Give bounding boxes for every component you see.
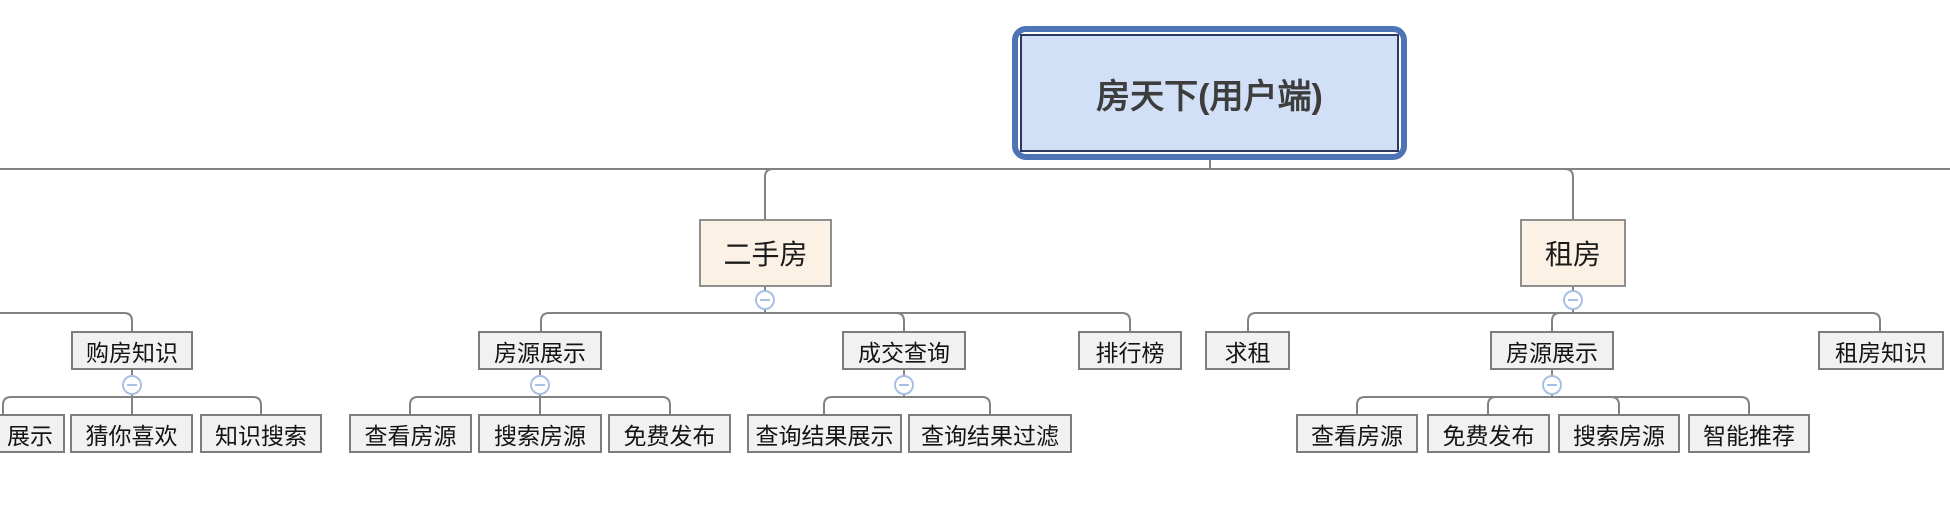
node-zhanshi-cutoff[interactable]: 展示: [0, 414, 65, 453]
connector-drop-ershoufang: [764, 168, 774, 219]
node-ershoufang[interactable]: 二手房: [699, 219, 832, 287]
connector-drop-zufang: [1564, 168, 1574, 219]
minus-icon: [760, 299, 770, 301]
root-node-label: 房天下(用户端): [1020, 34, 1399, 152]
collapse-button-fangyuanzhanshi-2[interactable]: [1542, 375, 1562, 395]
collapse-button-goufangzhishi[interactable]: [122, 375, 142, 395]
node-chaxunjieguozhanshi[interactable]: 查询结果展示: [747, 414, 902, 453]
node-paihangbang[interactable]: 排行榜: [1078, 331, 1182, 370]
node-zufang[interactable]: 租房: [1520, 219, 1626, 287]
node-sousuofangyuan-2[interactable]: 搜索房源: [1558, 414, 1680, 453]
node-cainixihuan[interactable]: 猜你喜欢: [70, 414, 193, 453]
node-goufangzhishi[interactable]: 购房知识: [71, 331, 193, 370]
node-chengjiaochaxun[interactable]: 成交查询: [842, 331, 966, 370]
collapse-button-fangyuanzhanshi-1[interactable]: [530, 375, 550, 395]
node-mianfeifabu-2[interactable]: 免费发布: [1427, 414, 1550, 453]
minus-icon: [127, 384, 137, 386]
node-zhinengtuijian[interactable]: 智能推荐: [1688, 414, 1810, 453]
collapse-button-ershoufang[interactable]: [755, 290, 775, 310]
node-mianfeifabu-1[interactable]: 免费发布: [608, 414, 731, 453]
minus-icon: [1547, 384, 1557, 386]
connector-rail-ershoufang-children: [540, 287, 1131, 331]
node-qiuzu[interactable]: 求租: [1205, 331, 1290, 370]
node-sousuofangyuan-1[interactable]: 搜索房源: [478, 414, 602, 453]
node-zhishisousuo[interactable]: 知识搜索: [200, 414, 322, 453]
connector-rail-goufangzhishi: [0, 312, 133, 331]
node-fangyuanzhanshi-zufang[interactable]: 房源展示: [1490, 331, 1614, 370]
connector-level1-rail: [0, 160, 1950, 170]
node-fangyuanzhanshi-ershoufang[interactable]: 房源展示: [478, 331, 602, 370]
node-chakanfangyuan-1[interactable]: 查看房源: [349, 414, 472, 453]
minus-icon: [1568, 299, 1578, 301]
collapse-button-zufang[interactable]: [1563, 290, 1583, 310]
node-chakanfangyuan-2[interactable]: 查看房源: [1296, 414, 1418, 453]
node-chaxunjieguoguolv[interactable]: 查询结果过滤: [908, 414, 1072, 453]
collapse-button-chengjiaochaxun[interactable]: [894, 375, 914, 395]
minus-icon: [535, 384, 545, 386]
node-zufangzhishi[interactable]: 租房知识: [1818, 331, 1944, 370]
minus-icon: [899, 384, 909, 386]
root-node[interactable]: 房天下(用户端): [1012, 26, 1407, 160]
